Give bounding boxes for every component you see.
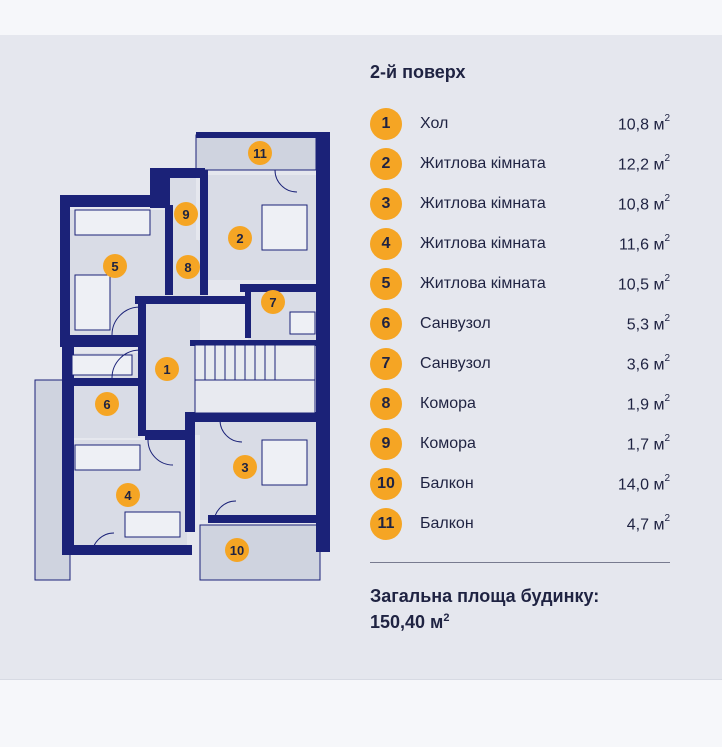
room-name: Санвузол: [420, 315, 491, 332]
room-number-badge: 5: [370, 268, 402, 300]
room-badges: 5 2 11 9 8 7 1 6 3 4 10: [95, 141, 285, 562]
plan-label-3: 3: [241, 460, 248, 475]
balcony-10: [199, 524, 321, 581]
floor-plan-drawing: 5 2 11 9 8 7 1 6 3 4 10: [34, 132, 330, 581]
room-row: 7 Санвузол 3,6 м2: [370, 348, 670, 380]
room-number-badge: 3: [370, 188, 402, 220]
room-name: Житлова кімната: [420, 195, 546, 212]
furniture: [71, 204, 316, 538]
room-number-badge: 7: [370, 348, 402, 380]
room-name: Житлова кімната: [420, 155, 546, 172]
room-row: 2 Житлова кімната 12,2 м2: [370, 148, 670, 180]
room-name: Хол: [420, 115, 449, 132]
room-row: 4 Житлова кімната 11,6 м2: [370, 228, 670, 260]
room-area: 5,3 м2: [626, 313, 670, 334]
room-name: Санвузол: [420, 355, 491, 372]
room-area: 11,6 м2: [619, 233, 670, 254]
room-number-badge: 10: [370, 468, 402, 500]
plan-label-7: 7: [269, 295, 276, 310]
room-row: 6 Санвузол 5,3 м2: [370, 308, 670, 340]
plan-label-2: 2: [236, 231, 243, 246]
plan-label-10: 10: [230, 543, 244, 558]
stairs: [194, 344, 316, 414]
plan-label-5: 5: [111, 259, 118, 274]
room-number-badge: 8: [370, 388, 402, 420]
room-area: 1,7 м2: [626, 433, 670, 454]
plan-label-11: 11: [253, 146, 267, 161]
plan-label-6: 6: [103, 397, 110, 412]
room-area: 1,9 м2: [626, 393, 670, 414]
room-area: 4,7 м2: [626, 513, 670, 534]
bottom-strip: [0, 680, 722, 747]
room-number-badge: 1: [370, 108, 402, 140]
floor-title: 2-й поверх: [370, 62, 466, 82]
room-area: 10,8 м2: [617, 193, 670, 214]
room-row: 1 Хол 10,8 м2: [370, 108, 670, 140]
room-row: 5 Житлова кімната 10,5 м2: [370, 268, 670, 300]
total-area-label: Загальна площа будинку:: [370, 586, 600, 606]
legend-divider: [370, 562, 670, 563]
room-name: Балкон: [420, 515, 474, 532]
room-number-badge: 2: [370, 148, 402, 180]
room-name: Балкон: [420, 475, 474, 492]
walls: [60, 132, 330, 555]
room-row: 8 Комора 1,9 м2: [370, 388, 670, 420]
room-number-badge: 6: [370, 308, 402, 340]
room-name: Комора: [420, 435, 476, 452]
room-area: 10,8 м2: [617, 113, 670, 134]
plan-label-9: 9: [182, 207, 189, 222]
room-name: Житлова кімната: [420, 235, 546, 252]
room-number-badge: 4: [370, 228, 402, 260]
total-area-value: 150,40 м2: [370, 612, 450, 632]
room-area: 14,0 м2: [617, 473, 670, 494]
plan-label-4: 4: [124, 488, 132, 503]
plan-label-1: 1: [163, 362, 170, 377]
doors: [91, 169, 298, 556]
top-strip: [0, 0, 722, 35]
room-area: 12,2 м2: [617, 153, 670, 174]
room-row: 3 Житлова кімната 10,8 м2: [370, 188, 670, 220]
room-area: 3,6 м2: [626, 353, 670, 374]
room-row: 10 Балкон 14,0 м2: [370, 468, 670, 500]
plan-label-8: 8: [184, 260, 191, 275]
room-row: 9 Комора 1,7 м2: [370, 428, 670, 460]
room-row: 11 Балкон 4,7 м2: [370, 508, 670, 540]
room-area: 10,5 м2: [617, 273, 670, 294]
room-number-badge: 9: [370, 428, 402, 460]
room-name: Комора: [420, 395, 476, 412]
room-name: Житлова кімната: [420, 275, 546, 292]
room-number-badge: 11: [370, 508, 402, 540]
